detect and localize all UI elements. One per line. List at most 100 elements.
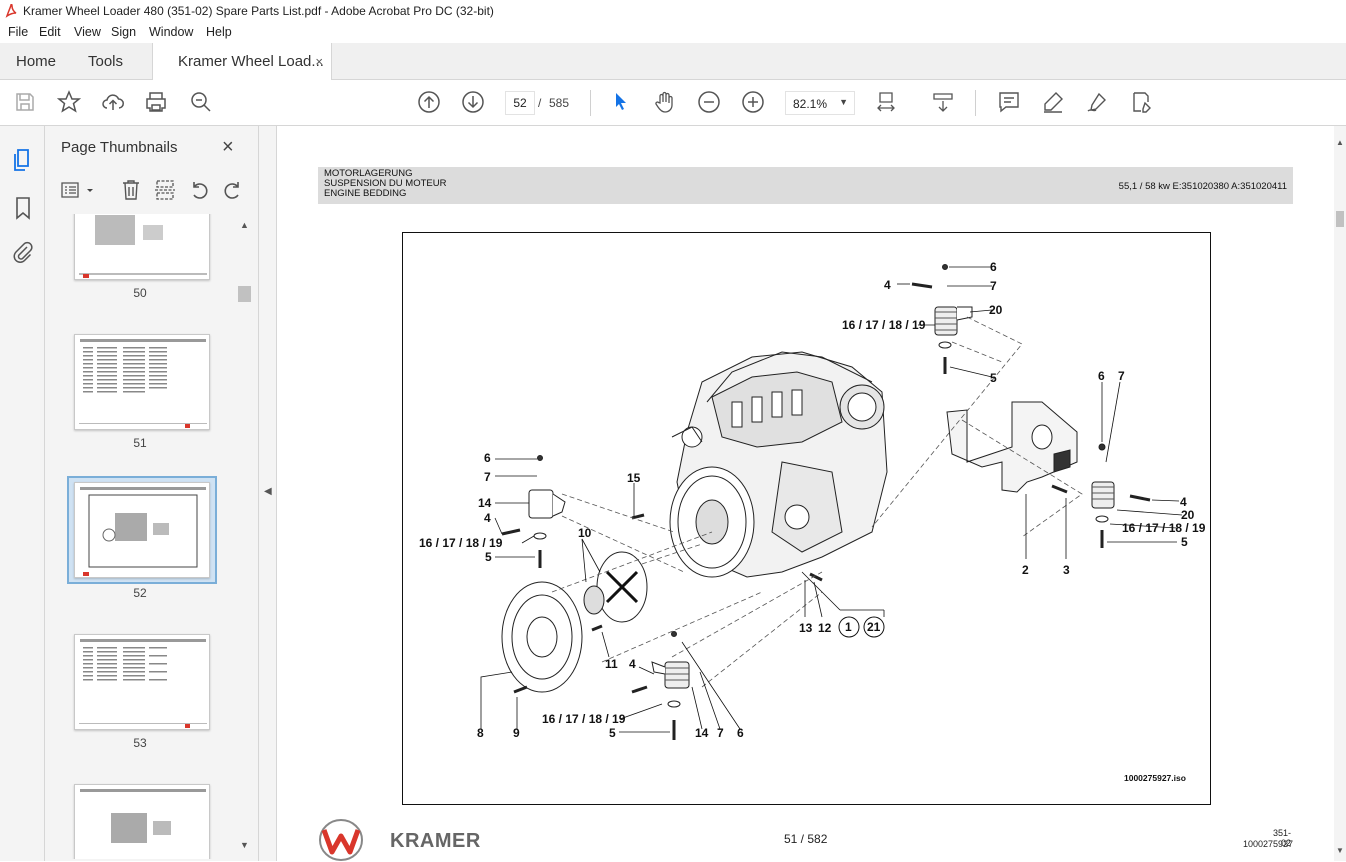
circled-callout-21 bbox=[863, 616, 885, 638]
edit-pdf-icon[interactable] bbox=[1129, 90, 1153, 114]
hand-tool-icon[interactable] bbox=[653, 90, 677, 114]
thumbnail-options-icon[interactable] bbox=[61, 181, 97, 199]
upload-cloud-icon[interactable] bbox=[101, 90, 125, 114]
fit-page-icon[interactable] bbox=[876, 90, 900, 114]
header-spec: 55,1 / 58 kw E:351020380 A:351020411 bbox=[1118, 181, 1287, 192]
scroll-mode-icon[interactable] bbox=[931, 90, 955, 114]
sign-pen-icon[interactable] bbox=[1085, 90, 1109, 114]
menu-help[interactable]: Help bbox=[206, 25, 232, 39]
save-icon[interactable] bbox=[13, 90, 37, 114]
panel-close-icon[interactable]: × bbox=[222, 136, 234, 158]
callout-label: 20 bbox=[989, 303, 1003, 317]
zoom-dropdown[interactable]: 82.1% ▼ bbox=[785, 91, 855, 115]
print-icon[interactable] bbox=[144, 90, 168, 114]
header-title-en: ENGINE BEDDING bbox=[324, 188, 407, 199]
scroll-up-icon[interactable]: ▲ bbox=[1336, 138, 1344, 147]
zoom-out-icon[interactable] bbox=[697, 90, 721, 114]
callout-label: 16 / 17 / 18 / 19 bbox=[842, 318, 926, 332]
highlight-pen-icon[interactable] bbox=[1041, 90, 1065, 114]
mount-left bbox=[528, 489, 566, 519]
thumbnail-page-51[interactable] bbox=[74, 334, 210, 430]
fasteners bbox=[501, 264, 1151, 740]
thumbnail-page-52[interactable] bbox=[74, 482, 210, 578]
callout-label: 14 bbox=[695, 726, 709, 740]
flywheel-assembly bbox=[501, 551, 648, 693]
page-number-input[interactable]: 52 bbox=[505, 91, 535, 115]
assembly-lines bbox=[551, 316, 1083, 688]
callout-label: 20 bbox=[1181, 508, 1195, 522]
collapse-left-icon[interactable]: ◀ bbox=[264, 486, 272, 497]
tab-close-icon[interactable]: × bbox=[315, 54, 323, 69]
toolbar bbox=[0, 80, 1346, 126]
callout-label: 10 bbox=[578, 526, 592, 540]
tab-tools[interactable]: Tools bbox=[88, 53, 124, 70]
callout-label: 4 bbox=[484, 511, 491, 525]
rotate-right-icon[interactable] bbox=[222, 179, 244, 201]
chevron-down-icon: ▼ bbox=[839, 97, 848, 107]
acrobat-icon bbox=[5, 4, 17, 18]
header-titles: MOTORLAGERUNG SUSPENSION DU MOTEUR ENGIN… bbox=[324, 169, 446, 199]
callout-label: 4 bbox=[884, 278, 891, 292]
tab-document[interactable]: Kramer Wheel Load... × bbox=[152, 43, 332, 81]
callout-label: 15 bbox=[627, 471, 641, 485]
callout-label: 7 bbox=[990, 279, 997, 293]
next-page-icon[interactable] bbox=[461, 90, 485, 114]
page-thumbnails-icon[interactable] bbox=[12, 148, 34, 172]
scroll-down-icon[interactable]: ▼ bbox=[240, 840, 249, 850]
callout-label: 12 bbox=[818, 621, 832, 635]
thumbnail-page-54[interactable] bbox=[74, 784, 210, 859]
thumbnail-label: 52 bbox=[133, 586, 147, 600]
mounting-bracket bbox=[946, 401, 1078, 493]
menu-window[interactable]: Window bbox=[149, 25, 194, 39]
callout-label: 6 bbox=[990, 260, 997, 274]
previous-page-icon[interactable] bbox=[417, 90, 441, 114]
panel-title: Page Thumbnails bbox=[61, 139, 178, 156]
menu-view[interactable]: View bbox=[74, 25, 101, 39]
callout-label: 6 bbox=[484, 451, 491, 465]
callout-label: 4 bbox=[629, 657, 636, 671]
thumbnail-page-50[interactable] bbox=[74, 214, 210, 280]
page-total: 585 bbox=[549, 96, 570, 110]
kramer-logo-icon bbox=[319, 819, 363, 861]
left-nav-rail bbox=[0, 126, 45, 861]
zoom-search-icon[interactable] bbox=[189, 90, 213, 114]
drawing-code: 1000275927.iso bbox=[1124, 773, 1186, 783]
scroll-down-icon[interactable]: ▼ bbox=[1336, 846, 1344, 855]
menu-edit[interactable]: Edit bbox=[39, 25, 61, 39]
tab-document-label: Kramer Wheel Load... bbox=[178, 53, 324, 70]
callout-label: 1 bbox=[845, 620, 852, 634]
footer-code-model: 351-02 bbox=[1272, 828, 1291, 848]
select-cursor-icon[interactable] bbox=[609, 90, 633, 114]
delete-icon[interactable] bbox=[121, 179, 141, 201]
panel-scrollbar[interactable]: ▲ ▼ bbox=[237, 218, 252, 858]
thumbnail-page-53[interactable] bbox=[74, 634, 210, 730]
footer-brand: KRAMER bbox=[390, 830, 481, 852]
comment-icon[interactable] bbox=[997, 90, 1021, 114]
menu-file[interactable]: File bbox=[8, 25, 29, 39]
menu-bar: File Edit View Sign Window Help bbox=[0, 22, 1346, 43]
zoom-in-icon[interactable] bbox=[741, 90, 765, 114]
panel-collapse-bar[interactable]: ◀ bbox=[259, 126, 277, 861]
extract-pages-icon[interactable] bbox=[154, 179, 176, 201]
callout-label: 9 bbox=[513, 726, 520, 740]
callout-label: 7 bbox=[1118, 369, 1125, 383]
exploded-parts-drawing: 6 4 7 20 16 / 17 / 18 / 19 5 6 7 7 6 15 … bbox=[419, 260, 1206, 740]
document-scroll-thumb[interactable] bbox=[1336, 211, 1344, 227]
callout-label: 5 bbox=[609, 726, 616, 740]
scroll-up-icon[interactable]: ▲ bbox=[240, 220, 249, 230]
thumbnail-label: 51 bbox=[133, 436, 147, 450]
title-bar: Kramer Wheel Loader 480 (351-02) Spare P… bbox=[0, 0, 1346, 22]
callout-label: 5 bbox=[1181, 535, 1188, 549]
callout-label: 16 / 17 / 18 / 19 bbox=[1122, 521, 1206, 535]
document-scrollbar[interactable]: ▲ ▼ bbox=[1334, 126, 1346, 861]
tab-home[interactable]: Home bbox=[16, 53, 57, 70]
panel-scroll-thumb[interactable] bbox=[238, 286, 251, 302]
rotate-left-icon[interactable] bbox=[188, 179, 210, 201]
callout-label: 21 bbox=[867, 620, 881, 634]
bookmark-star-icon[interactable] bbox=[56, 90, 82, 114]
footer-code-doc: 1000275927 bbox=[1243, 839, 1294, 849]
attachments-icon[interactable] bbox=[12, 240, 34, 264]
menu-sign[interactable]: Sign bbox=[111, 25, 137, 39]
callout-label: 16 / 17 / 18 / 19 bbox=[419, 536, 503, 550]
bookmarks-icon[interactable] bbox=[14, 196, 32, 220]
